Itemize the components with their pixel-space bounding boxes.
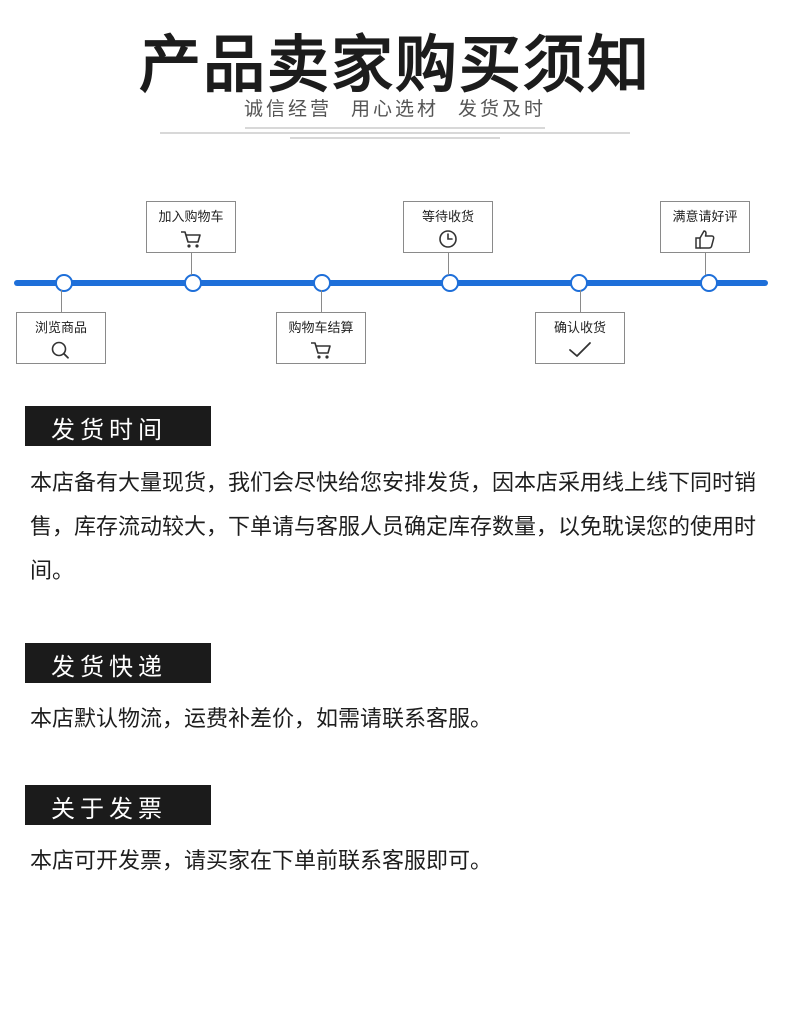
connector (580, 290, 581, 312)
section-courier-heading: 发货快递 (25, 643, 215, 683)
subtitle: 诚信经营 用心选材 发货及时 (243, 98, 547, 120)
step-label: 满意请好评 (672, 210, 738, 225)
search-icon (51, 341, 69, 359)
section-heading-text: 发货时间 (51, 416, 167, 444)
section-shipping-time-heading: 发货时间 (25, 406, 215, 446)
section-shipping-time-text: 本店备有大量现货，我们会尽快给您安排发货，因本店采用线上线下同时销售，库存流动较… (30, 471, 757, 584)
timeline-dot (570, 274, 588, 292)
timeline-dot (441, 274, 459, 292)
thumbs-up-icon (695, 230, 715, 249)
connector (61, 290, 62, 312)
connector (321, 290, 322, 312)
connector (705, 253, 706, 275)
connector (448, 253, 449, 275)
timeline-line (14, 280, 768, 286)
section-heading-text: 发货快递 (51, 653, 167, 681)
step-add-to-cart: 加入购物车 (146, 201, 236, 275)
section-invoice-heading: 关于发票 (25, 785, 215, 825)
timeline-dot (55, 274, 73, 292)
step-rate: 满意请好评 (660, 201, 750, 275)
section-heading-text: 关于发票 (51, 795, 167, 823)
step-checkout: 购物车结算 (276, 290, 366, 364)
step-wait-delivery: 等待收货 (403, 201, 493, 275)
step-label: 加入购物车 (158, 210, 224, 225)
timeline-dot (184, 274, 202, 292)
checkmark-icon (569, 342, 591, 357)
main-title: 产品卖家购买须知 (138, 28, 651, 101)
cart-icon (181, 231, 201, 248)
step-confirm-receipt: 确认收货 (535, 290, 625, 364)
section-courier-text: 本店默认物流，运费补差价，如需请联系客服。 (30, 707, 493, 732)
step-label: 浏览商品 (34, 321, 87, 336)
section-invoice-text: 本店可开发票，请买家在下单前联系客服即可。 (30, 849, 493, 874)
step-label: 确认收货 (553, 321, 606, 336)
cart-icon (311, 342, 331, 359)
timeline-dot (700, 274, 718, 292)
step-label: 购物车结算 (288, 321, 354, 336)
timeline-dot (313, 274, 331, 292)
clock-icon (439, 230, 457, 248)
connector (191, 253, 192, 275)
step-label: 等待收货 (421, 210, 474, 225)
decorative-fine-text (155, 127, 635, 145)
step-browse: 浏览商品 (16, 290, 106, 364)
